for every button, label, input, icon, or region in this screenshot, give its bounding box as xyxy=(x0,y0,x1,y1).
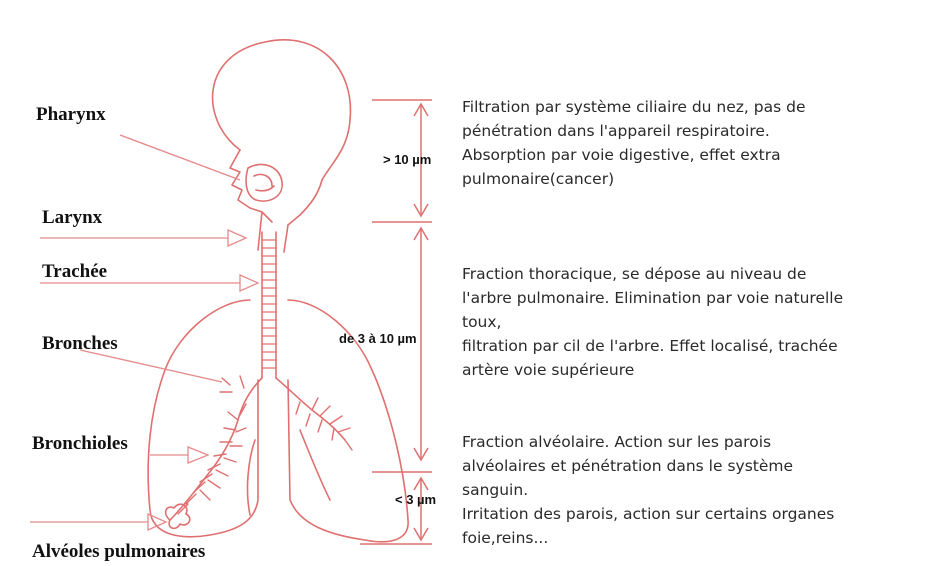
size-label-large: > 10 µm xyxy=(383,152,431,167)
right-bronchus xyxy=(276,378,345,440)
description-line: l'arbre pulmonaire. Elimination par voie… xyxy=(462,286,924,310)
label-alveoles: Alvéoles pulmonaires xyxy=(32,541,205,563)
label-larynx: Larynx xyxy=(42,207,102,229)
size-label-small: < 3 µm xyxy=(395,492,436,507)
description-line: Filtration par système ciliaire du nez, … xyxy=(462,95,924,119)
description-line: pulmonaire(cancer) xyxy=(462,167,924,191)
description-line: foie,reins... xyxy=(462,526,924,550)
description-line: alvéolaires et pénétration dans le systè… xyxy=(462,454,924,478)
description-line: Irritation des parois, action sur certai… xyxy=(462,502,924,526)
description-line: artère voie supérieure xyxy=(462,358,924,382)
description-line: Absorption par voie digestive, effet ext… xyxy=(462,143,924,167)
description-medium: Fraction thoracique, se dépose au niveau… xyxy=(462,262,924,382)
description-line: sanguin. xyxy=(462,478,924,502)
description-line: pénétration dans l'appareil respiratoire… xyxy=(462,119,924,143)
head-outline xyxy=(213,40,351,225)
alveoli-cluster xyxy=(166,504,190,528)
left-lung xyxy=(148,300,258,537)
description-line: Fraction alvéolaire. Action sur les paro… xyxy=(462,430,924,454)
label-pharynx: Pharynx xyxy=(36,104,106,126)
description-line: toux, xyxy=(462,310,924,334)
pointer-pharynx xyxy=(120,135,240,180)
size-label-medium: de 3 à 10 µm xyxy=(339,331,417,346)
pharynx-cavity xyxy=(246,164,282,201)
label-trachee: Trachée xyxy=(42,261,107,283)
description-large: Filtration par système ciliaire du nez, … xyxy=(462,95,924,191)
description-line: filtration par cil de l'arbre. Effet loc… xyxy=(462,334,924,358)
label-bronchioles: Bronchioles xyxy=(32,433,128,455)
description-small: Fraction alvéolaire. Action sur les paro… xyxy=(462,430,924,550)
face-profile xyxy=(230,150,272,222)
trachea xyxy=(262,232,276,378)
label-bronches: Bronches xyxy=(42,333,118,355)
description-line: Fraction thoracique, se dépose au niveau… xyxy=(462,262,924,286)
